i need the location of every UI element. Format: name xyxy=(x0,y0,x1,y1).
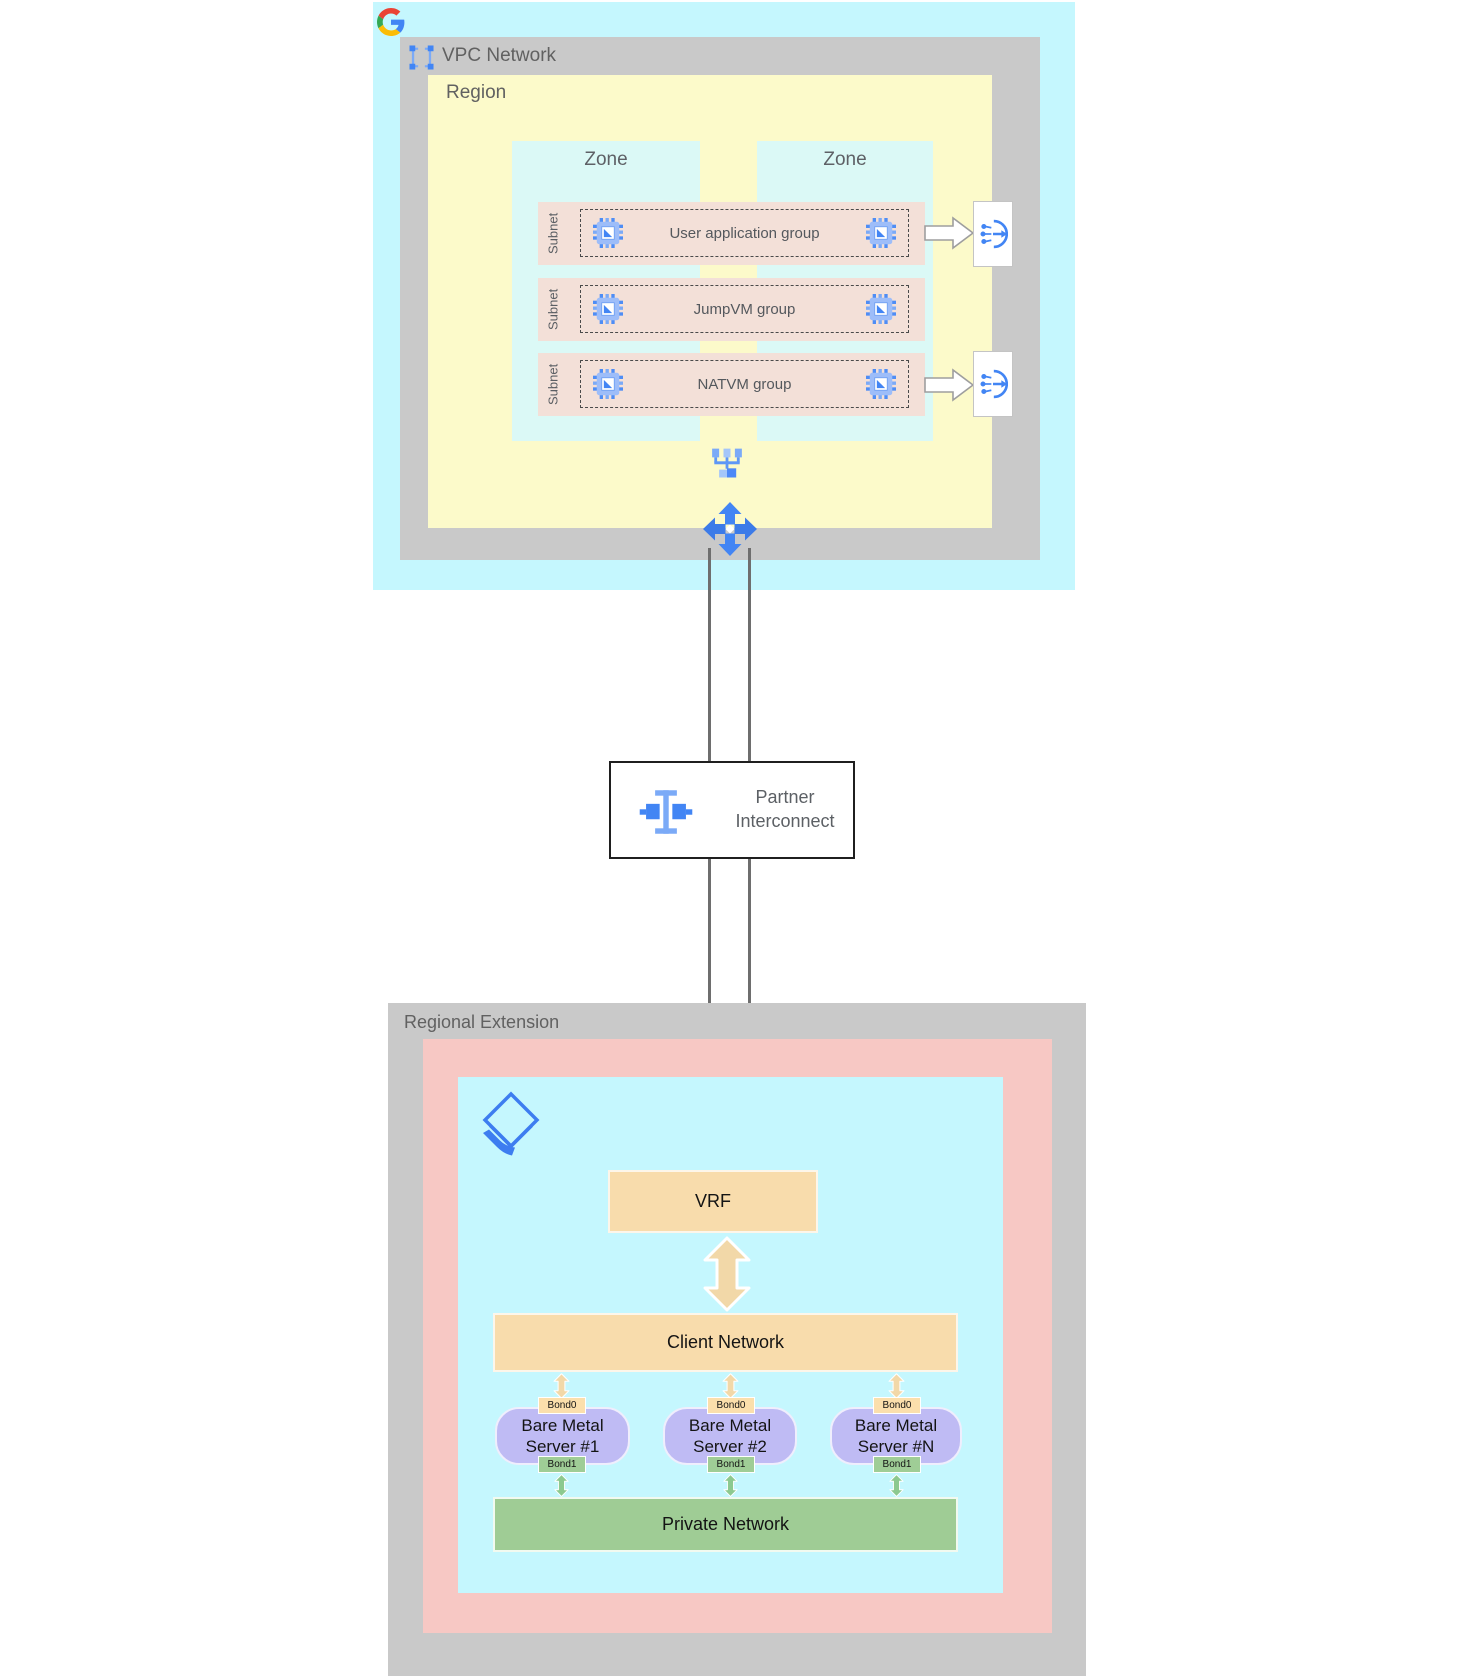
client-network-label: Client Network xyxy=(666,1332,785,1352)
partner-interconnect-label: Partner Interconnect xyxy=(735,787,835,832)
group-label: User application group xyxy=(669,224,820,242)
bond0-label: Bond0 xyxy=(873,1397,921,1414)
bare-metal-server-n: Bare Metal Server #N xyxy=(830,1407,962,1465)
subnet-label: Subnet xyxy=(545,288,561,331)
private-network-label: Private Network xyxy=(661,1514,790,1534)
load-balancer-icon xyxy=(978,219,1008,249)
subnet-row-natvm: Subnet NATVM group xyxy=(538,353,925,416)
bond0-arrow xyxy=(552,1373,571,1399)
vpc-network-icon xyxy=(409,45,434,70)
group-label: NATVM group xyxy=(697,375,792,393)
vrf-label: VRF xyxy=(695,1191,731,1211)
compute-engine-icon xyxy=(593,218,623,248)
vrf-box: VRF xyxy=(608,1170,818,1233)
subnet-label: Subnet xyxy=(545,363,561,406)
bond1-arrow xyxy=(888,1474,905,1497)
region-title: Region xyxy=(446,82,507,103)
bond1-arrow xyxy=(722,1474,739,1497)
bond1-label: Bond1 xyxy=(873,1456,921,1473)
group-label: JumpVM group xyxy=(693,300,796,318)
bond0-label: Bond0 xyxy=(707,1397,755,1414)
subnet-label: Subnet xyxy=(545,212,561,255)
bond1-label: Bond1 xyxy=(538,1456,586,1473)
compute-engine-icon xyxy=(866,294,896,324)
google-logo xyxy=(377,8,405,36)
bond0-arrow xyxy=(887,1373,906,1399)
compute-engine-icon xyxy=(866,218,896,248)
load-balancer-icon xyxy=(978,369,1008,399)
zone-label: Zone xyxy=(823,149,867,170)
bond1-label: Bond1 xyxy=(707,1456,755,1473)
private-network-box: Private Network xyxy=(493,1497,958,1552)
subnet-row-jumpvm: Subnet JumpVM group xyxy=(538,278,925,341)
partner-interconnect-icon xyxy=(639,790,693,834)
instance-group-box: NATVM group xyxy=(580,360,909,408)
vrf-client-arrow xyxy=(699,1236,755,1312)
arrow-to-load-balancer xyxy=(924,216,975,250)
cloud-router-icon xyxy=(703,502,757,556)
subnet-row-user-application: Subnet User application group xyxy=(538,202,925,265)
vpc-network-title: VPC Network xyxy=(442,45,557,66)
cloud-network-icon xyxy=(712,448,742,478)
bare-metal-server-2: Bare Metal Server #2 xyxy=(663,1407,797,1465)
zone-label: Zone xyxy=(584,149,628,170)
compute-engine-icon xyxy=(866,369,896,399)
layers-diamond-icon xyxy=(482,1091,540,1156)
load-balancer-box xyxy=(973,351,1013,417)
arrow-to-load-balancer xyxy=(924,368,975,402)
instance-group-box: JumpVM group xyxy=(580,285,909,333)
load-balancer-box xyxy=(973,201,1013,267)
regional-extension-title: Regional Extension xyxy=(404,1012,560,1032)
instance-group-box: User application group xyxy=(580,209,909,257)
interconnect-line xyxy=(748,548,751,761)
client-network-box: Client Network xyxy=(493,1313,958,1372)
bond1-arrow xyxy=(553,1474,570,1497)
interconnect-line xyxy=(708,548,711,761)
bond0-label: Bond0 xyxy=(538,1397,586,1414)
compute-engine-icon xyxy=(593,369,623,399)
partner-interconnect-box: Partner Interconnect xyxy=(609,761,855,859)
bond0-arrow xyxy=(721,1373,740,1399)
compute-engine-icon xyxy=(593,294,623,324)
